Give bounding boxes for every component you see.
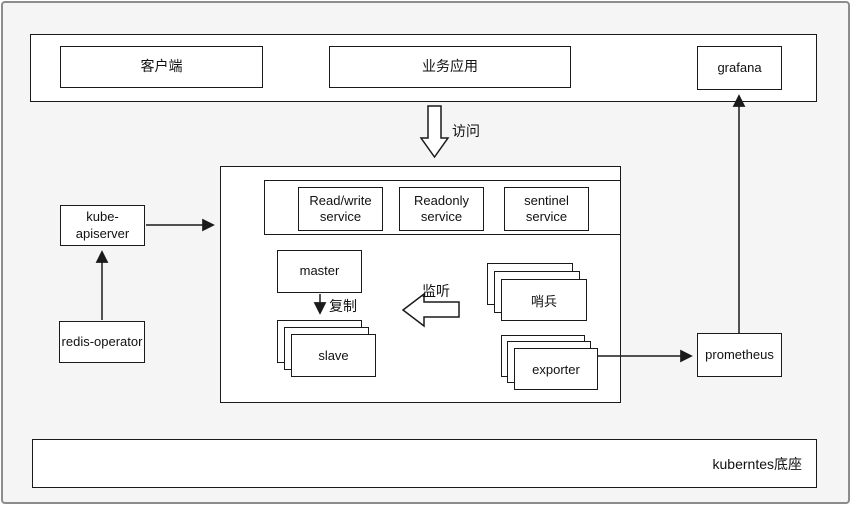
- sentinel-node: 哨兵: [501, 279, 587, 321]
- exporter-label: exporter: [532, 361, 580, 377]
- redis-operator-node: redis-operator: [59, 321, 145, 363]
- readonly-service-label: Readonly service: [414, 192, 469, 224]
- redis-operator-label: redis-operator: [61, 333, 143, 349]
- slave-label: slave: [318, 348, 349, 363]
- master-node: master: [277, 250, 362, 293]
- kube-apiserver-node: kube- apiserver: [60, 205, 145, 246]
- slave-node: slave: [291, 334, 376, 377]
- readonly-service-node: Readonly service: [399, 187, 484, 231]
- grafana-label: grafana: [717, 59, 762, 75]
- business-app-label: 业务应用: [422, 58, 478, 75]
- readwrite-service-node: Read/write service: [298, 187, 383, 231]
- readwrite-service-label: Read/write service: [309, 192, 372, 224]
- prometheus-node: prometheus: [697, 333, 782, 377]
- client-label: 客户端: [140, 58, 183, 75]
- access-arrow-label: 访问: [452, 123, 480, 139]
- slave-stack: slave: [277, 320, 376, 377]
- listen-arrow-label: 监听: [422, 283, 450, 299]
- exporter-node: exporter: [514, 348, 598, 390]
- kubernetes-base-label: kuberntes底座: [712, 455, 802, 472]
- sentinel-stack: 哨兵: [487, 263, 587, 321]
- kubernetes-base-panel: kuberntes底座: [32, 439, 817, 488]
- business-app-node: 业务应用: [329, 46, 571, 88]
- sentinel-service-node: sentinel service: [504, 187, 589, 231]
- prometheus-label: prometheus: [705, 346, 774, 362]
- kube-apiserver-label: kube- apiserver: [75, 209, 130, 241]
- sentinel-service-label: sentinel service: [524, 192, 569, 224]
- client-node: 客户端: [60, 46, 263, 88]
- exporter-stack: exporter: [501, 335, 598, 390]
- master-label: master: [299, 263, 340, 279]
- replicate-arrow-label: 复制: [329, 298, 357, 314]
- sentinel-label: 哨兵: [530, 293, 557, 309]
- grafana-node: grafana: [697, 46, 782, 90]
